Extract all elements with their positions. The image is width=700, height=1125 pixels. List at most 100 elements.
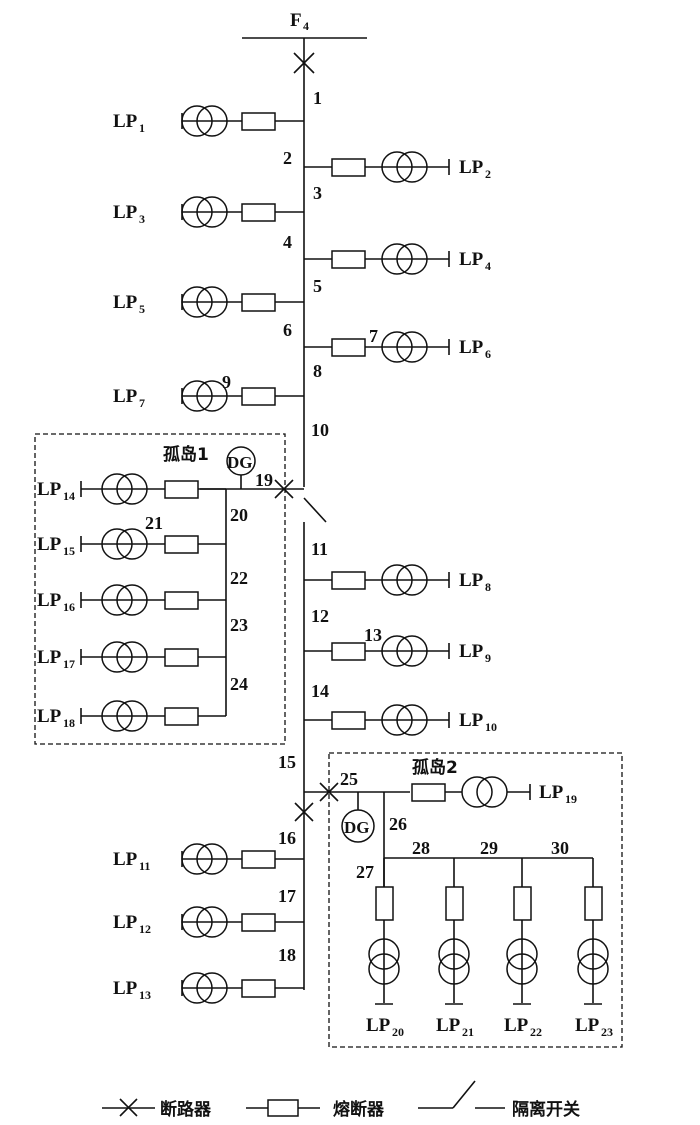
svg-text:隔离开关: 隔离开关 [512, 1099, 580, 1120]
node-number-4: 4 [283, 232, 292, 252]
transformer-icon [381, 243, 413, 275]
node-number-29: 29 [480, 838, 498, 858]
isolator-icon [452, 1080, 476, 1109]
island-1-boundary [34, 433, 286, 745]
transformer-icon [101, 700, 133, 732]
lp7-label-sub: 7 [139, 396, 145, 410]
node-number-25: 25 [340, 769, 358, 789]
node-number-7: 7 [369, 326, 378, 346]
svg-text:断路器: 断路器 [160, 1099, 212, 1120]
fuse-icon [241, 112, 276, 131]
transformer-icon [181, 105, 213, 137]
lp12-label-sub: 12 [139, 922, 151, 936]
node-number-6: 6 [283, 320, 292, 340]
fuse-icon [241, 850, 276, 869]
fuse-icon [164, 535, 199, 554]
node-number-21: 21 [145, 513, 163, 533]
node-number-14: 14 [311, 681, 329, 701]
island-1-label: 孤岛1 [163, 444, 209, 465]
fuse-icon [164, 648, 199, 667]
lp21-label: LP [436, 1015, 461, 1036]
feeder-label: F [290, 10, 302, 31]
lp1-label-sub: 1 [139, 121, 145, 135]
node-number-10: 10 [311, 420, 329, 440]
lp22-label-sub: 22 [530, 1025, 542, 1039]
lp9-label: LP [459, 641, 484, 662]
transformer-icon [181, 286, 213, 318]
lp14-label: LP [37, 479, 62, 500]
lp20-label-sub: 20 [392, 1025, 404, 1039]
legend-isolator: 隔离开关 [418, 1080, 580, 1120]
lp7-label: LP [113, 386, 138, 407]
node-number-30: 30 [551, 838, 569, 858]
breaker-15-icon[interactable] [294, 802, 314, 822]
fuse-icon [331, 338, 366, 357]
breaker-19-icon[interactable] [274, 479, 294, 499]
lp21-label-sub: 21 [462, 1025, 474, 1039]
lp20-label: LP [366, 1015, 391, 1036]
transformer-icon [101, 641, 133, 673]
transformer-icon [181, 380, 213, 412]
lp11-label-sub: 11 [139, 859, 150, 873]
node-number-28: 28 [412, 838, 430, 858]
fuse-icon [584, 886, 603, 921]
svg-text:熔断器: 熔断器 [333, 1099, 385, 1120]
lp13-label-sub: 13 [139, 988, 151, 1002]
fuse-icon [411, 783, 446, 802]
fuse-icon [241, 203, 276, 222]
transformer-icon [381, 331, 413, 363]
lp11-label: LP [113, 849, 138, 870]
node-number-27: 27 [356, 862, 374, 882]
transformer-icon [181, 843, 213, 875]
node-number-15: 15 [278, 752, 296, 772]
node-number-17: 17 [278, 886, 296, 906]
transformer-icon [577, 938, 609, 970]
isolator-switch-icon[interactable] [303, 497, 327, 523]
node-number-16: 16 [278, 828, 296, 848]
lp14-label-sub: 14 [63, 489, 75, 503]
lp2-label-sub: 2 [485, 167, 491, 181]
fuse-icon [241, 979, 276, 998]
transformer-icon [181, 196, 213, 228]
main-breaker-icon[interactable] [293, 52, 315, 74]
fuse-icon [241, 293, 276, 312]
fuse-icon [513, 886, 532, 921]
lp8-label-sub: 8 [485, 580, 491, 594]
node-number-11: 11 [311, 539, 328, 559]
lp15-label: LP [37, 534, 62, 555]
node-number-2: 2 [283, 148, 292, 168]
lp6-label-sub: 6 [485, 347, 491, 361]
lp10-label-sub: 10 [485, 720, 497, 734]
transformer-icon [181, 972, 213, 1004]
lp8-label: LP [459, 570, 484, 591]
node-number-9: 9 [222, 372, 231, 392]
lp23-label: LP [575, 1015, 600, 1036]
node-number-24: 24 [230, 674, 248, 694]
node-number-5: 5 [313, 276, 322, 296]
node-number-26: 26 [389, 814, 407, 834]
fuse-icon [331, 250, 366, 269]
lp17-label-sub: 17 [63, 657, 75, 671]
transformer-icon [506, 938, 538, 970]
node-number-20: 20 [230, 505, 248, 525]
transformer-icon [181, 906, 213, 938]
lp10-label: LP [459, 710, 484, 731]
lp23-label-sub: 23 [601, 1025, 613, 1039]
breaker-25-icon[interactable] [319, 782, 339, 802]
